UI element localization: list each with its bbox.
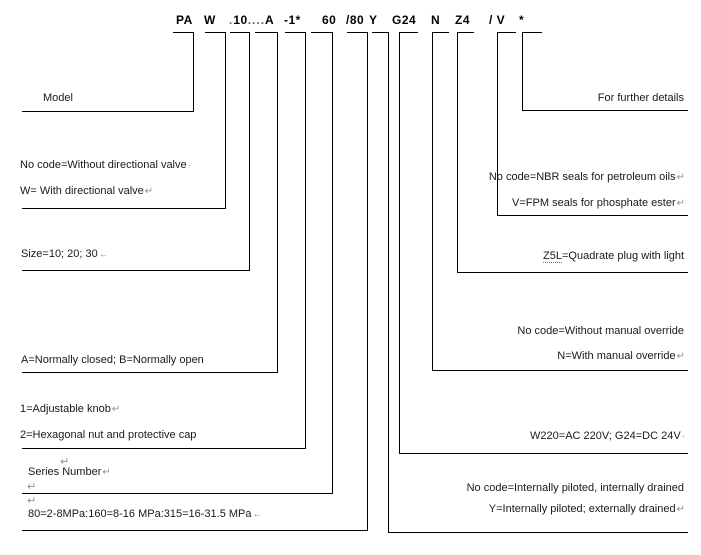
label-voltage: W220=AC 220V; G24=DC 24V·: [530, 430, 685, 442]
label-hex-nut: 2=Hexagonal nut and protective cap: [20, 429, 197, 441]
label-with-directional: W= With directional valve↵: [20, 185, 154, 197]
code-voltage: G24: [392, 13, 417, 27]
label-size: Size=10; 20; 30←: [21, 248, 109, 260]
label-series-number: Series Number↵: [28, 466, 111, 478]
label-knob: 1=Adjustable knob↵: [20, 403, 121, 415]
return-mark: ↵: [27, 495, 37, 507]
eol-mark: [73, 93, 74, 104]
bracket-directional: [205, 32, 226, 33]
bracket-pressure: [347, 32, 368, 33]
drop-size-to: [277, 32, 278, 372]
code-size-range: .10....A: [229, 13, 274, 27]
rule-knob: [22, 448, 306, 449]
drop-adjustment: [305, 32, 306, 448]
return-mark: ↵: [676, 172, 685, 183]
arrow-mark: ←: [252, 509, 263, 520]
label-no-override: No code=Without manual override: [517, 325, 685, 337]
bracket-adjustment: [285, 32, 306, 33]
drop-pressure: [367, 32, 368, 530]
rule-drained: [388, 532, 688, 533]
code-pressure: /80: [346, 13, 365, 27]
bracket-seal: [497, 32, 516, 33]
rule-pressure-grades: [22, 530, 368, 531]
bracket-size-from: [230, 32, 250, 33]
drop-plug: [457, 32, 458, 272]
label-with-override: N=With manual override↵: [557, 350, 685, 362]
eol-mark: [684, 326, 685, 337]
rule-plug-light: [457, 272, 688, 273]
code-model-prefix: PA: [176, 13, 193, 27]
code-directional: W: [204, 13, 216, 27]
code-seal: / V: [489, 13, 506, 27]
code-drain: Y: [369, 13, 378, 27]
label-normally: A=Normally closed; B=Normally open: [21, 354, 205, 366]
code-override: N: [431, 13, 441, 27]
eol-mark: [204, 355, 205, 366]
label-no-directional: No code=Without directional valve·: [20, 159, 191, 171]
bracket-plug: [457, 32, 474, 33]
drop-voltage: [399, 32, 400, 453]
eol-mark: [684, 483, 685, 494]
bracket-series: [311, 32, 333, 33]
rule-directional: [22, 208, 226, 209]
code-series: 60: [322, 13, 337, 27]
drop-series: [332, 32, 333, 493]
rule-model: [22, 111, 194, 112]
label-plug-light: Z5L=Quadrate plug with light: [543, 250, 685, 263]
return-mark: ↵: [102, 467, 111, 478]
rule-size: [22, 270, 250, 271]
code-plug: Z4: [455, 13, 471, 27]
bracket-voltage: [399, 32, 418, 33]
drop-star: [522, 32, 523, 110]
bracket-drain: [372, 32, 389, 33]
return-mark: ↵: [676, 351, 685, 362]
rule-further-details: [522, 110, 688, 111]
rule-normally: [22, 372, 278, 373]
label-pressure-grades: 80=2-8MPa:160=8-16 MPa:315=16-31.5 MPa←: [28, 508, 263, 520]
return-mark: ↵: [676, 198, 685, 209]
return-mark: ↵: [60, 456, 70, 468]
code-size-to: A: [265, 13, 275, 27]
eol-mark: [196, 430, 197, 441]
code-size-from: 10: [233, 13, 248, 27]
drop-drain: [388, 32, 389, 532]
return-mark: ↵: [144, 186, 154, 197]
return-mark: ↵: [27, 481, 37, 493]
drop-directional: [225, 32, 226, 208]
bracket-size-to: [255, 32, 278, 33]
return-mark: ↵: [111, 404, 121, 415]
size-leader-dot: .: [229, 13, 234, 27]
code-adjustment: -1*: [284, 13, 301, 27]
label-fpm-seals: V=FPM seals for phosphate ester↵: [512, 197, 685, 209]
label-model: Model: [43, 92, 74, 104]
eol-mark: ·: [681, 431, 685, 442]
rule-override: [432, 370, 688, 371]
eol-mark: [684, 93, 685, 104]
arrow-mark: ←: [98, 249, 109, 260]
rule-voltage: [399, 453, 688, 454]
spellcheck-underline: Z5L: [543, 250, 562, 263]
label-further-details: For further details: [597, 92, 685, 104]
return-mark: ↵: [676, 504, 685, 515]
drop-seal: [497, 32, 498, 215]
code-star: *: [519, 13, 525, 27]
eol-mark: ·: [187, 160, 191, 171]
rule-seals: [497, 215, 688, 216]
rule-series-number: [22, 493, 333, 494]
eol-mark: [684, 251, 685, 262]
drop-override: [432, 32, 433, 370]
label-int-drained: No code=Internally piloted, internally d…: [466, 482, 685, 494]
drop-model: [193, 32, 194, 111]
label-nbr-seals: No code=NBR seals for petroleum oils↵: [488, 171, 685, 183]
label-ext-drained: Y=Internally piloted; externally drained…: [488, 503, 685, 515]
bracket-override: [432, 32, 449, 33]
bracket-model: [173, 32, 194, 33]
drop-size-from: [249, 32, 250, 270]
bracket-star: [522, 32, 542, 33]
size-leader-dots: ....: [247, 13, 266, 27]
